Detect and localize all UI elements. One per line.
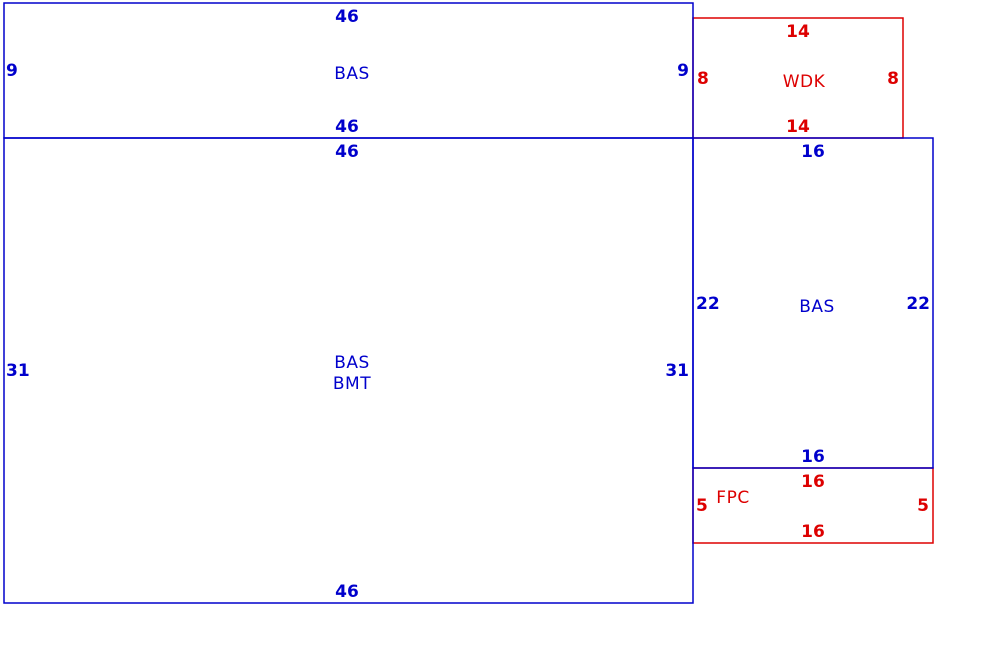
bas-bmt-left-dim: 31 xyxy=(6,361,30,381)
wdk-left-dim: 8 xyxy=(697,69,709,89)
fpc-right-dim: 5 xyxy=(917,496,929,516)
bas-right-left-dim: 22 xyxy=(696,294,720,314)
fpc-left-dim: 5 xyxy=(696,496,708,516)
bas-bmt-bottom-dim: 46 xyxy=(335,582,359,602)
fpc-bottom-dim: 16 xyxy=(801,522,825,542)
bas-bmt-right-dim: 31 xyxy=(665,361,689,381)
bas-upper-left-dim: 9 xyxy=(6,61,18,81)
bas-bmt-label-2: BMT xyxy=(333,374,371,394)
fpc-top-dim: 16 xyxy=(801,472,825,492)
bas-bmt-top-dim: 46 xyxy=(335,142,359,162)
bas-right-right-dim: 22 xyxy=(906,294,930,314)
bas-upper-bottom-dim: 46 xyxy=(335,117,359,137)
bas-right-bottom-dim: 16 xyxy=(801,447,825,467)
bas-right-top-dim: 16 xyxy=(801,142,825,162)
bas-upper-label: BAS xyxy=(334,64,370,84)
bas-upper-right-dim: 9 xyxy=(677,61,689,81)
wdk-bottom-dim: 14 xyxy=(786,117,810,137)
wdk-right-dim: 8 xyxy=(887,69,899,89)
fpc-label: FPC xyxy=(716,488,749,508)
bas-upper-top-dim: 46 xyxy=(335,7,359,27)
wdk-top-dim: 14 xyxy=(786,22,810,42)
bas-bmt-label-1: BAS xyxy=(334,353,370,373)
bas-right-label: BAS xyxy=(799,297,835,317)
bas-right-outline xyxy=(692,137,934,469)
wdk-label: WDK xyxy=(783,72,826,92)
